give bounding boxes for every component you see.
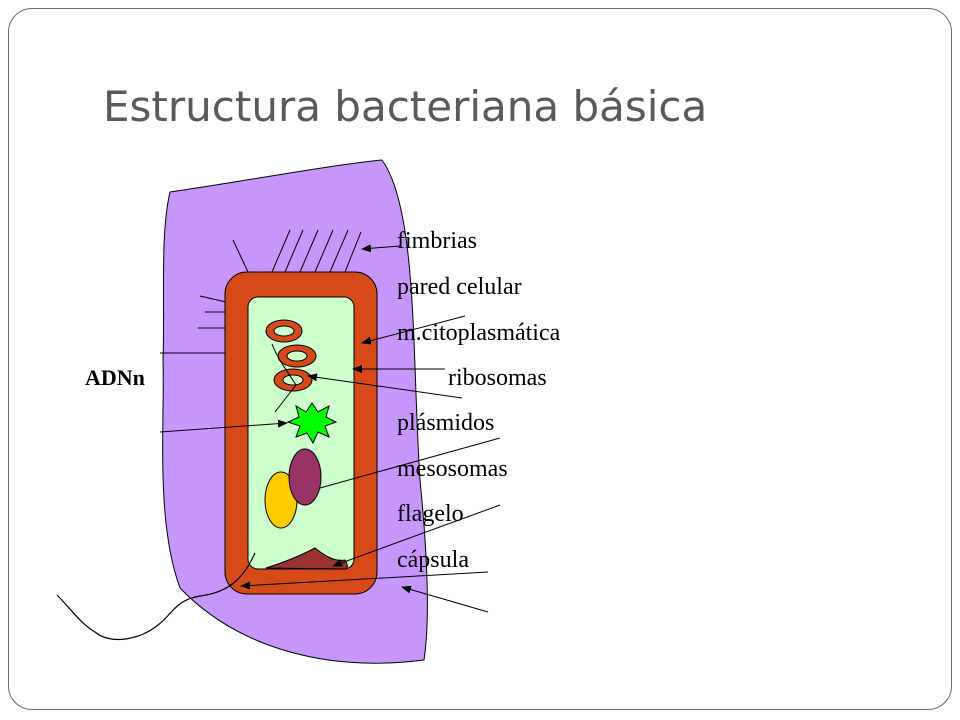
fimbriae-lines (160, 229, 362, 354)
label-membrana: m.citoplasmática (397, 320, 561, 346)
plasmid-star (286, 402, 338, 445)
label-plasmidos: plásmidos (397, 410, 495, 436)
mesosome-deposit (265, 547, 348, 570)
slide-title: Estructura bacteriana básica (103, 82, 708, 131)
label-fimbrias: fimbrias (397, 228, 477, 254)
flagellum (56, 552, 256, 640)
label-ribosomas: ribosomas (448, 365, 547, 391)
dna-strand (271, 343, 297, 413)
label-capsula: cápsula (397, 547, 469, 573)
label-flagelo: flagelo (397, 501, 464, 527)
mesosome-purple (288, 448, 322, 506)
pointer-lines (159, 244, 501, 613)
label-mesosomas: mesosomas (397, 456, 508, 482)
label-adn: ADNn (85, 365, 145, 390)
label-pared-celular: pared celular (397, 274, 522, 300)
